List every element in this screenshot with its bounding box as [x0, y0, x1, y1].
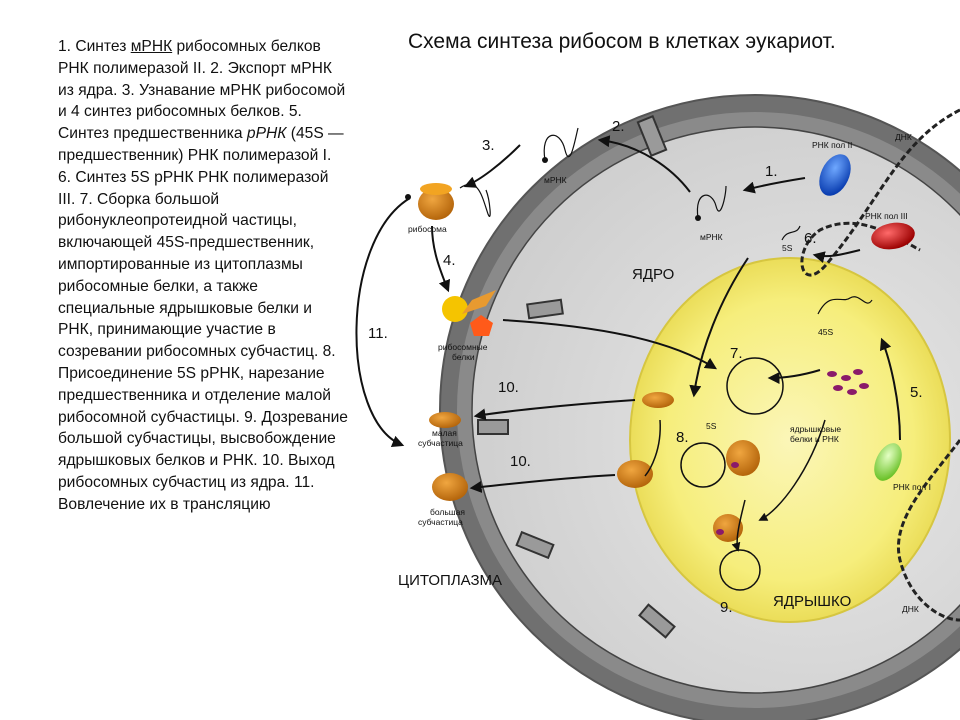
mrna-nuc-strand	[696, 185, 727, 219]
protein-pentagon	[470, 315, 493, 336]
label-small-2: субчастица	[418, 438, 463, 448]
step-5: 5.	[910, 384, 923, 401]
rna-pol-1	[874, 443, 902, 481]
step-11: 11.	[368, 325, 388, 342]
label-ribosome: рибосома	[408, 224, 447, 234]
step-10b: 10.	[510, 453, 531, 470]
nuclear-pores	[477, 115, 676, 639]
label-mrna-nucleus: мРНК	[700, 232, 723, 242]
label-rna-pol-3: РНК пол III	[865, 211, 908, 221]
label-proteins-2: белки	[452, 352, 475, 362]
step-4: 4.	[443, 252, 456, 269]
label-mrna-cyto: мРНК	[544, 175, 567, 185]
label-nucleolar-2: белки и РНК	[790, 434, 839, 444]
cycle-circles	[644, 357, 826, 591]
step-6: 6.	[804, 230, 817, 247]
step-10a: 10.	[498, 379, 519, 396]
large-subunit-nuc	[617, 460, 653, 488]
step-1: 1.	[765, 163, 778, 180]
ribosome-cap	[420, 183, 452, 195]
large-subunit-cyto	[432, 473, 468, 501]
dna-strand-bottom	[897, 439, 960, 622]
rna-pol-2	[819, 154, 851, 196]
ribosome-cytoplasm	[418, 188, 454, 220]
description-mrna: мРНК	[130, 38, 173, 55]
description-part2: рибосомных белков РНК полимеразой II. 2.…	[58, 38, 346, 143]
protein-diamond	[462, 290, 496, 314]
assembly-9	[713, 514, 743, 542]
step-7: 7.	[730, 345, 743, 362]
description-text: 1. Синтез мРНК рибосомных белков РНК пол…	[58, 36, 348, 516]
mrna-ribosome	[459, 183, 491, 217]
label-rna-pol-1: РНК пол I	[893, 482, 931, 492]
label-proteins-1: рибосомные	[438, 342, 488, 352]
small-subunit-cyto	[429, 412, 461, 428]
rna-pol-3	[871, 222, 915, 250]
rna-5s-6	[781, 225, 801, 241]
label-small-1: малая	[432, 428, 457, 438]
label-large-1: большая	[430, 507, 465, 517]
assembly-8	[726, 440, 760, 476]
label-nucleolus: ЯДРЫШКО	[773, 593, 851, 610]
label-large-2: субчастица	[418, 517, 463, 527]
nucleolus	[629, 257, 951, 623]
label-nucleus: ЯДРО	[632, 266, 674, 283]
small-subunit-nuc	[642, 392, 674, 408]
slide-title: Схема синтеза рибосом в клетках эукариот…	[408, 30, 836, 53]
label-cytoplasm: ЦИТОПЛАЗМА	[398, 572, 502, 589]
label-5s-inner: 5S	[706, 421, 717, 431]
protein-yellow	[442, 296, 468, 322]
nucleolar-proteins	[716, 369, 869, 535]
step-2: 2.	[612, 118, 625, 135]
description-part3: (45S — предшественник) РНК полимеразой I…	[58, 125, 348, 513]
step-3: 3.	[482, 137, 495, 154]
flow-arrows	[355, 135, 901, 493]
description-prrna: рРНК	[246, 125, 287, 143]
label-rna-pol-2: РНК пол II	[812, 140, 852, 150]
label-5s-pol3: 5S	[782, 243, 793, 253]
label-nucleolar-1: ядрышковые	[790, 424, 841, 434]
label-dna-bottom: ДНК	[902, 604, 919, 614]
rrna-45s	[817, 296, 873, 315]
step-9: 9.	[720, 599, 733, 616]
step-8: 8.	[676, 429, 689, 446]
label-45s: 45S	[818, 327, 833, 337]
mrna-cyto-cap	[542, 157, 548, 163]
mrna-cyto-strand	[543, 127, 579, 161]
label-dna-top: ДНК	[895, 132, 912, 142]
description-part1: 1. Синтез	[58, 38, 131, 55]
dna-strand-top	[800, 108, 960, 277]
mrna-nuc-cap	[695, 215, 701, 221]
